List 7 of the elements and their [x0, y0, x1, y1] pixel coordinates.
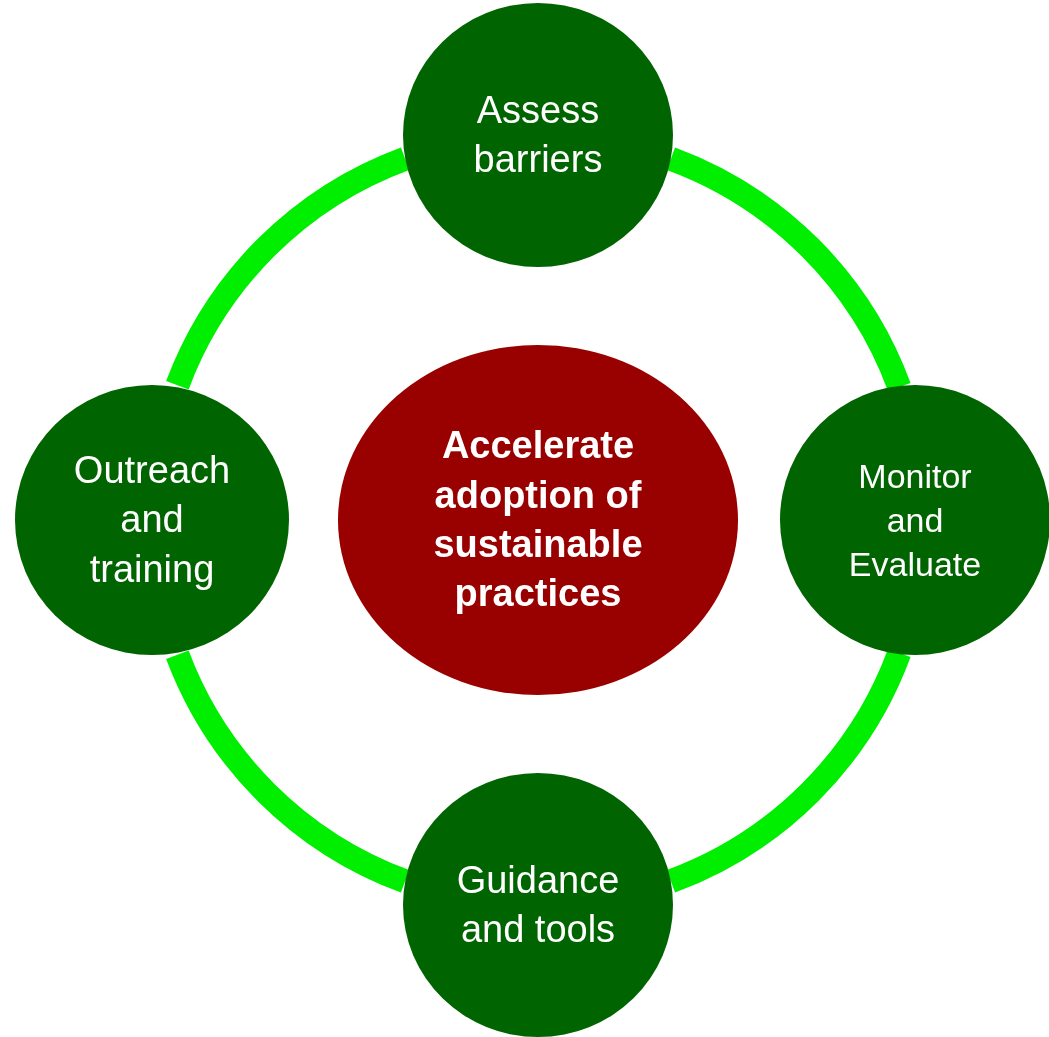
node-label: Monitor and Evaluate — [847, 455, 983, 586]
node-label: Guidance and tools — [455, 857, 621, 952]
node-label: Assess barriers — [472, 87, 604, 182]
node-label: Accelerate adoption of sustainable practices — [432, 423, 644, 617]
ring-arc — [166, 147, 410, 391]
node-label: Outreach and training — [72, 447, 232, 592]
ring-arc — [166, 649, 410, 893]
